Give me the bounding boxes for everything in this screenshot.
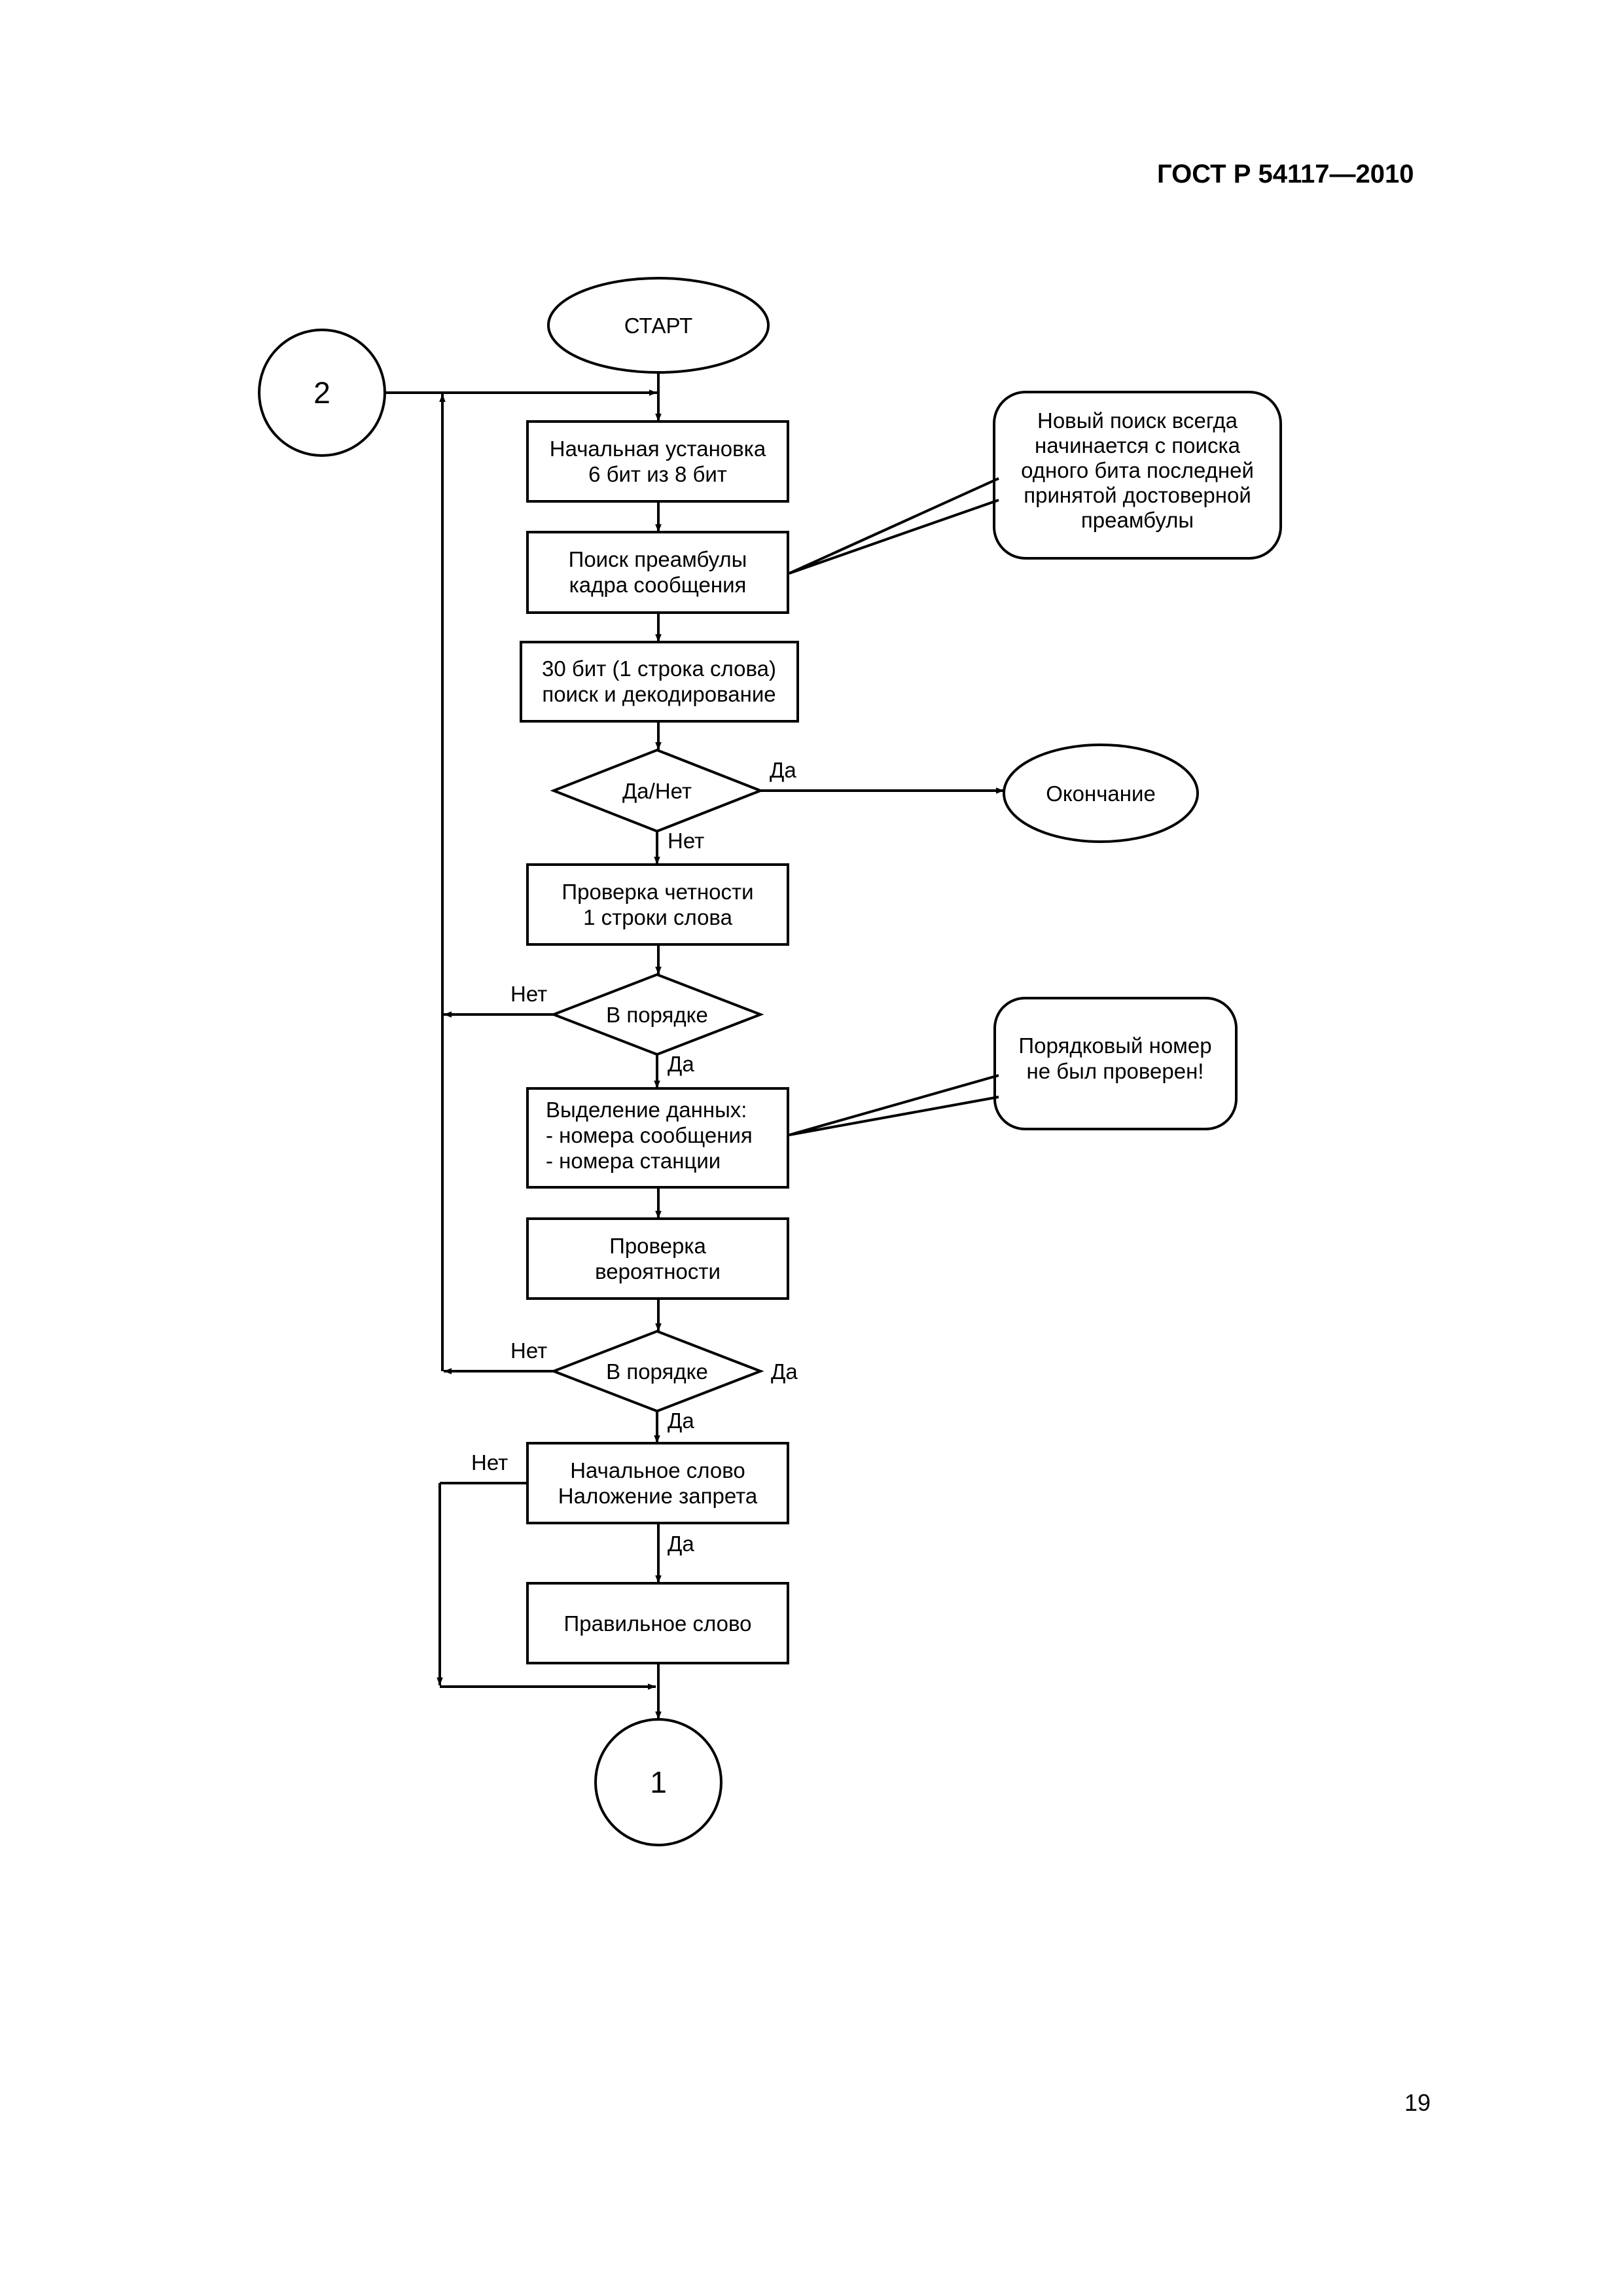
note-new-search [993, 391, 1282, 560]
extract-line-1: Выделение данных: [546, 1098, 747, 1122]
parity-line-1: Проверка четности [562, 880, 753, 904]
init-box [526, 420, 789, 503]
connector-out-label: 1 [650, 1765, 667, 1799]
note2-line-1: Порядковый номер [1018, 1033, 1211, 1058]
standard-header: ГОСТ Р 54117—2010 [1157, 160, 1414, 188]
label-yes-decision3-right: Да [771, 1359, 798, 1384]
note2-line-2: не был проверен! [1027, 1059, 1204, 1083]
extract-line-2: - номера сообщения [546, 1123, 753, 1147]
decode-line-1: 30 бит (1 строка слова) [542, 656, 776, 681]
init-line-1: Начальная установка [550, 437, 766, 461]
start-label: СТАРТ [624, 314, 693, 338]
label-no-decision3: Нет [510, 1338, 547, 1363]
initial-word-line-2: Наложение запрета [558, 1484, 758, 1508]
note1-line-1: Новый поиск всегда [1037, 408, 1238, 433]
end-terminal [1003, 744, 1199, 843]
decision3-label: В порядке [606, 1359, 708, 1384]
init-line-2: 6 бит из 8 бит [588, 462, 727, 486]
decision2-label: В порядке [606, 1003, 708, 1027]
note1-line-3: одного бита последней [1021, 458, 1254, 482]
decision1-label: Да/Нет [622, 779, 692, 803]
note1-line-4: принятой достоверной [1024, 483, 1251, 507]
label-yes-decision2: Да [668, 1052, 694, 1076]
note1-line-5: преамбулы [1081, 508, 1194, 532]
parity-box [526, 863, 789, 946]
initial-word-line-1: Начальное слово [570, 1458, 745, 1482]
label-yes-to-end: Да [770, 758, 796, 782]
correct-word-label: Правильное слово [564, 1611, 752, 1636]
connector-in-label: 2 [313, 376, 330, 410]
note-new-search-pointer [789, 477, 999, 575]
label-no-initial-word: Нет [471, 1450, 508, 1475]
note-serial-number [993, 997, 1238, 1130]
decode-line-2: поиск и декодирование [542, 682, 776, 706]
parity-line-2: 1 строки слова [583, 905, 733, 929]
note1-line-2: начинается с поиска [1035, 433, 1241, 457]
label-no-decision2: Нет [510, 982, 547, 1006]
note-serial-number-pointer [789, 1074, 999, 1136]
probability-box [526, 1217, 789, 1300]
label-no-decision1: Нет [668, 829, 704, 853]
label-yes-decision3-down: Да [668, 1408, 694, 1433]
page-number: 19 [1404, 2089, 1431, 2116]
preamble-line-1: Поиск преамбулы [569, 547, 747, 571]
label-yes-initial-word: Да [668, 1532, 694, 1556]
preamble-line-2: кадра сообщения [569, 573, 747, 597]
end-label: Окончание [1046, 781, 1156, 806]
probability-line-1: Проверка [609, 1234, 706, 1258]
initial-word-box [526, 1442, 789, 1524]
probability-line-2: вероятности [595, 1259, 721, 1283]
extract-line-3: - номера станции [546, 1149, 721, 1173]
